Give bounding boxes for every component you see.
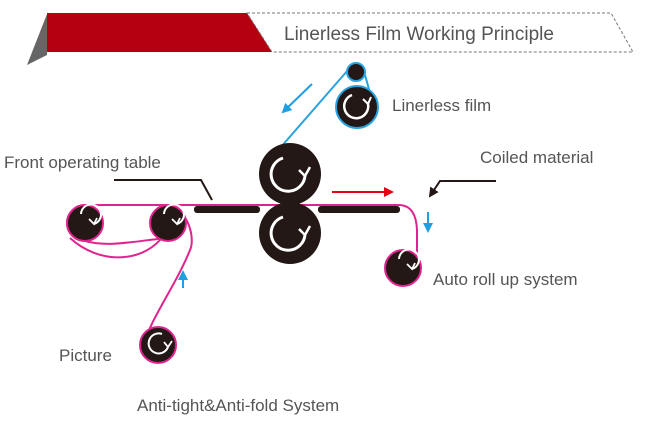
page-title: Linerless Film Working Principle [284, 24, 554, 45]
direction-arrow-icon [281, 83, 313, 114]
auto-roll-up-roller [384, 248, 422, 287]
rotation-arrow-icon [269, 156, 312, 193]
rotation-arrow-icon [269, 215, 312, 252]
rear-operating-table [318, 206, 400, 213]
label-anti-tight-system: Anti-tight&Anti-fold System [137, 396, 339, 415]
banner-red-band [47, 13, 272, 52]
label-picture: Picture [59, 346, 112, 365]
upper-pressure-roller [259, 143, 321, 205]
label-linerless-film: Linerless film [392, 96, 491, 115]
picture-roller [139, 326, 177, 364]
left-idler-roller [66, 203, 104, 242]
rotation-arrow-icon [163, 203, 185, 226]
linerless-film-roll [335, 85, 379, 129]
label-coiled-material: Coiled material [480, 148, 593, 167]
coiled-material-leader [428, 180, 496, 198]
film-path [66, 204, 418, 343]
label-auto-roll-up-system: Auto roll up system [433, 270, 578, 289]
title-box-border [246, 12, 634, 53]
middle-idler-roller [149, 203, 187, 242]
rotation-arrow-icon [398, 248, 420, 271]
rotation-arrow-icon [147, 332, 173, 355]
header-banner: Linerless Film Working Principle [27, 12, 634, 65]
label-front-operating-table: Front operating table [4, 153, 161, 172]
lower-pressure-roller [259, 202, 321, 264]
rotation-arrow-icon [80, 203, 102, 226]
rotation-arrow-icon [342, 93, 372, 120]
liner-guide-roller [346, 62, 366, 82]
front-table-leader [114, 179, 213, 201]
banner-shadow [27, 14, 47, 65]
front-operating-table [194, 206, 260, 213]
